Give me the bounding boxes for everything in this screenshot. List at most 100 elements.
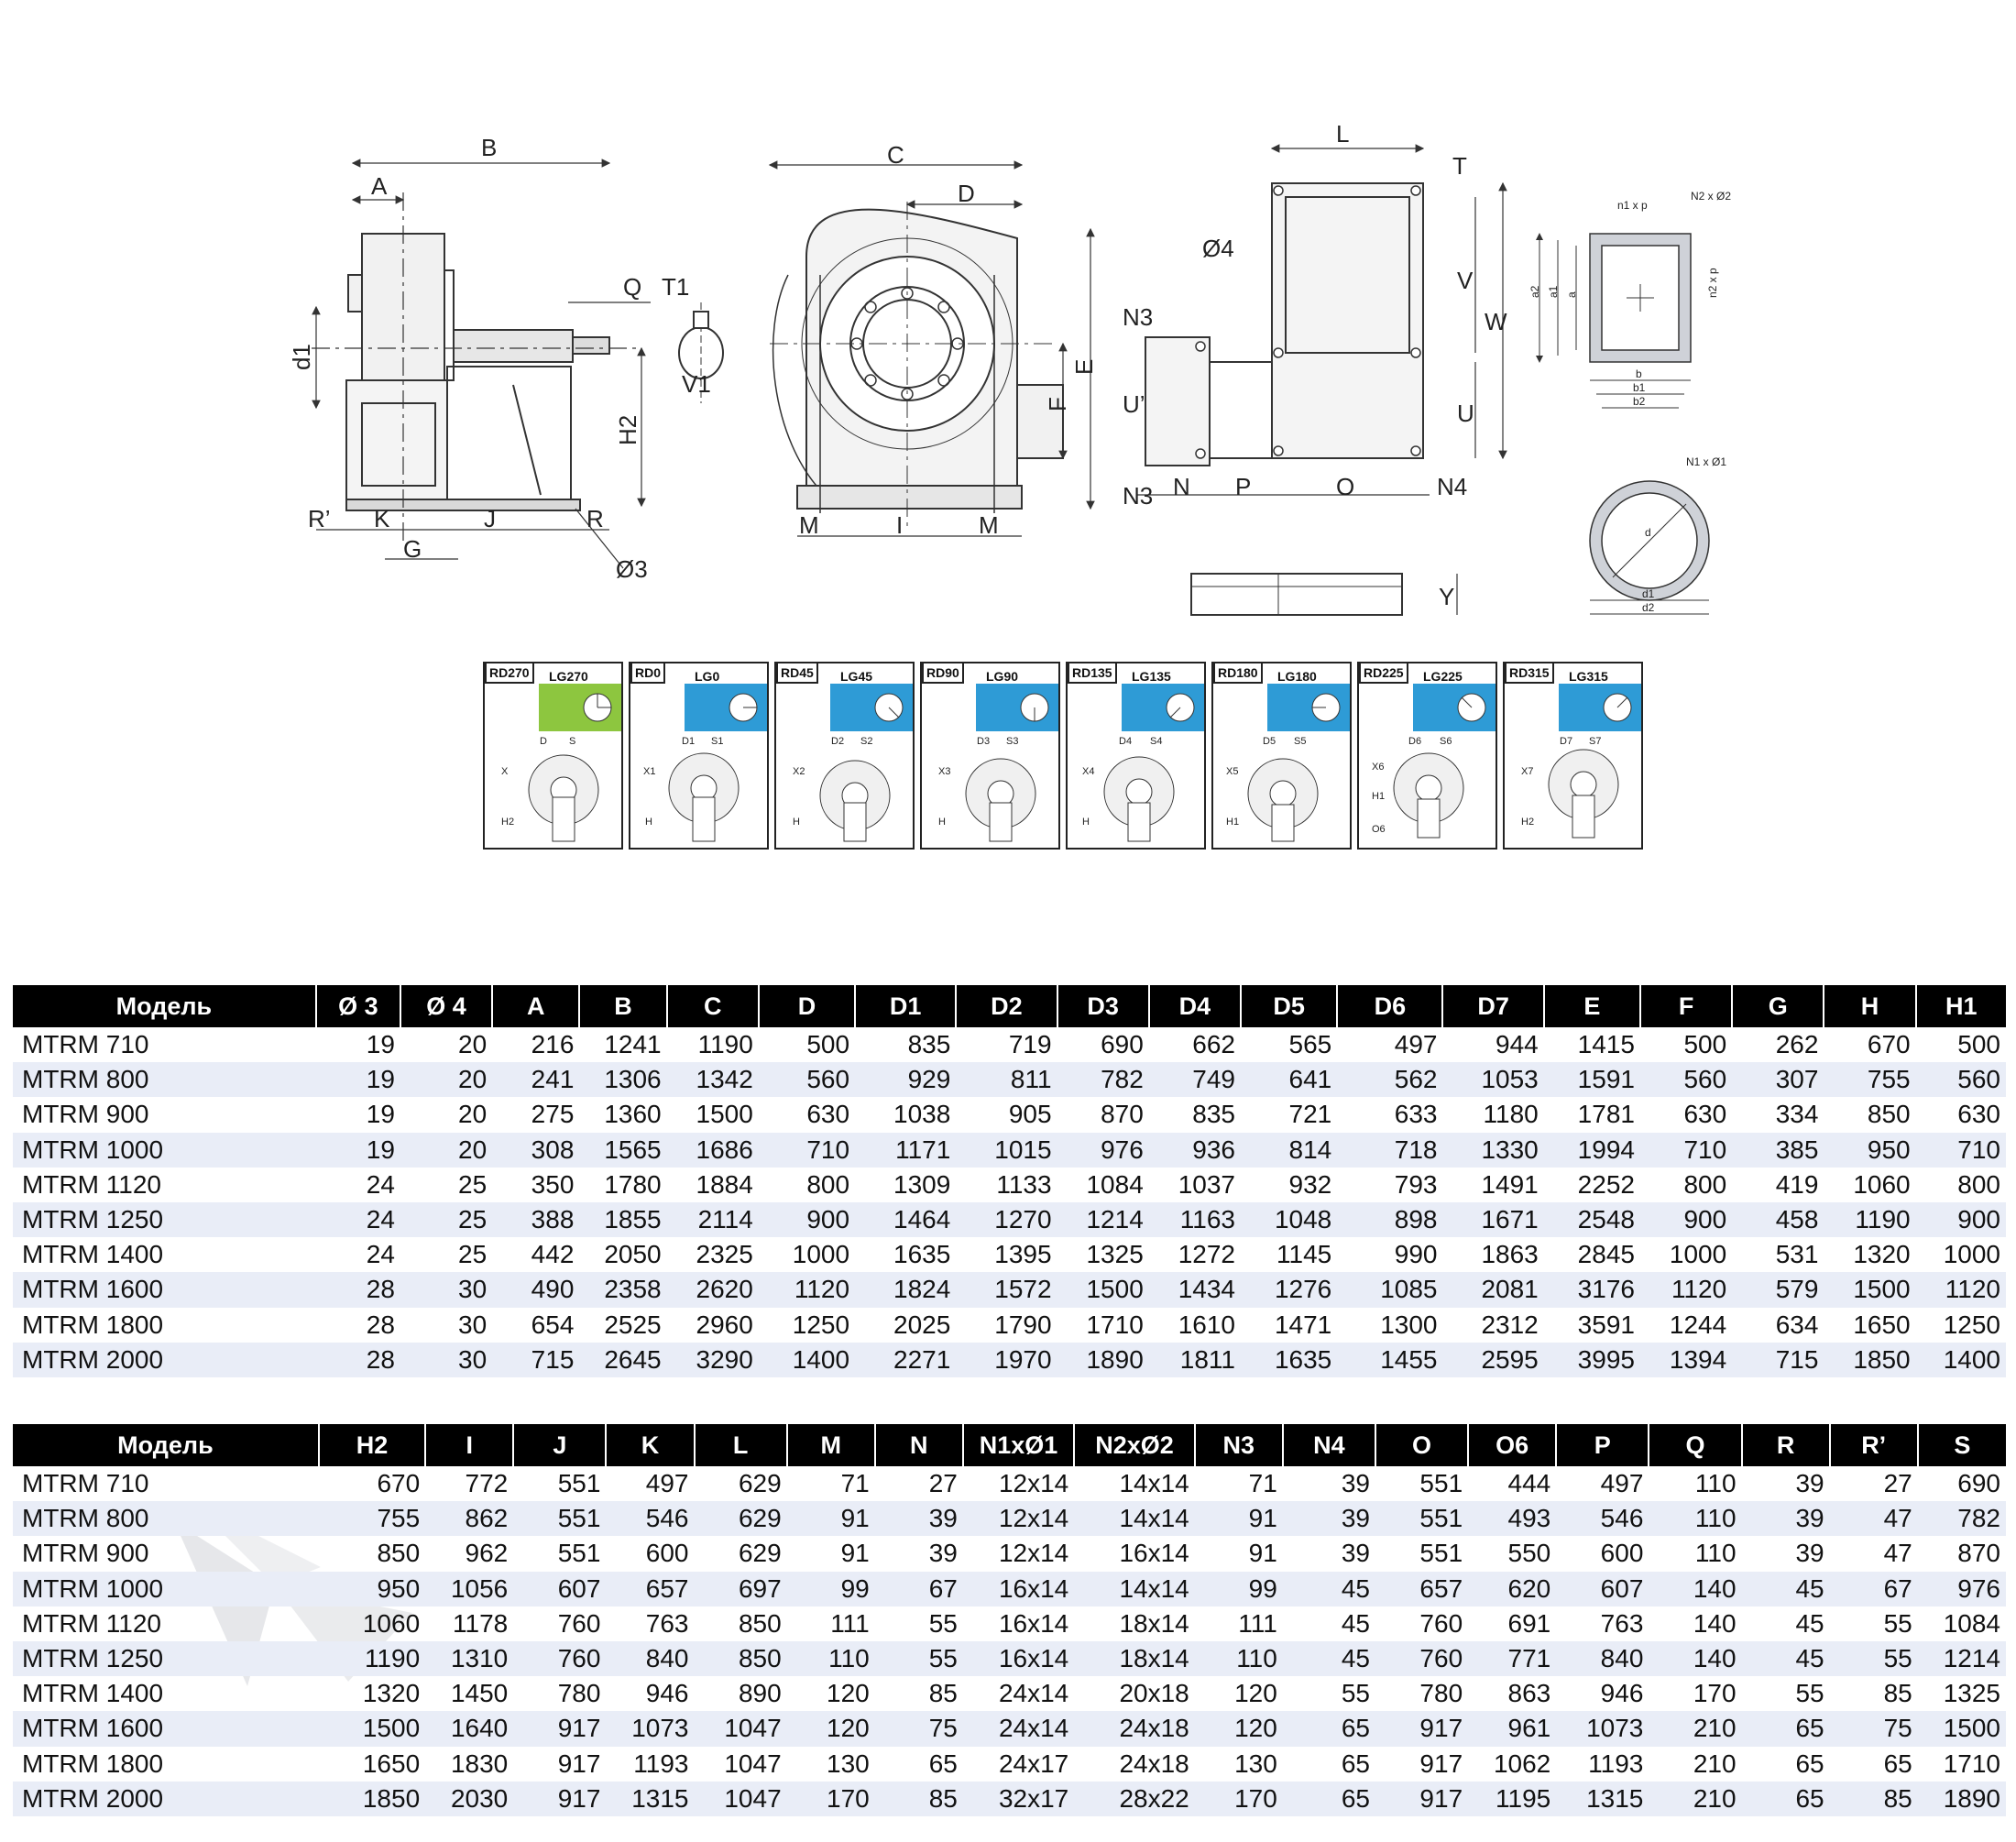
table-cell: 670 — [1867, 1030, 1911, 1059]
table-cell: 30 — [400, 1342, 493, 1377]
table-cell: 870 — [1957, 1539, 2000, 1568]
column-header: F — [1638, 985, 1733, 1027]
table-cell: 1084 — [1086, 1169, 1144, 1199]
dim-label-T1: T1 — [662, 273, 689, 301]
dim-label-O4: Ø4 — [1202, 235, 1234, 262]
rotation-color-band — [830, 684, 913, 731]
dim-label-P: P — [1235, 473, 1251, 500]
rotation-rd-label: RD45 — [776, 662, 818, 684]
table-cell: 840 — [606, 1640, 695, 1677]
table-cell: 1300 — [1380, 1310, 1438, 1339]
table-cell: 307 — [1732, 1062, 1824, 1098]
table-cell: 75 — [1829, 1711, 1918, 1747]
table-cell: 14x14 — [1074, 1501, 1195, 1537]
table-cell: 917 — [1419, 1749, 1463, 1778]
svg-text:X4: X4 — [1082, 766, 1094, 777]
table-cell: 3290 — [666, 1342, 759, 1377]
column-header: H — [1823, 985, 1916, 1027]
outlet-flange-drawing — [1536, 233, 1692, 409]
table-cell: 1193 — [633, 1749, 689, 1778]
rotation-icon — [1020, 693, 1049, 722]
column-header: N3 — [1193, 1424, 1283, 1466]
column-header-model: Модель — [13, 1424, 319, 1466]
table-cell: 120 — [786, 1711, 875, 1747]
table-cell: 782 — [1917, 1501, 2006, 1537]
table-cell: 170 — [786, 1781, 875, 1816]
table-cell: 12x14 — [998, 1469, 1069, 1498]
dim-label-R-prime: R’ — [308, 505, 331, 532]
table-cell: 1060 — [1853, 1169, 1911, 1199]
flange-label-N1xO1: N1 x Ø1 — [1686, 455, 1726, 468]
table-cell: 65 — [1282, 1781, 1375, 1816]
dim-label-T: T — [1452, 152, 1467, 180]
rotation-icon — [1166, 693, 1195, 722]
table-cell: 1850 — [1824, 1342, 1916, 1377]
table-cell: 1190 — [318, 1640, 426, 1677]
model-name-cell: MTRM 1000 — [13, 1132, 316, 1168]
table-cell: 2271 — [855, 1342, 957, 1377]
table-cell: 760 — [513, 1640, 607, 1677]
svg-text:X3: X3 — [938, 766, 950, 777]
table-cell: 1500 — [1824, 1272, 1916, 1308]
table-cell: 45 — [1741, 1640, 1830, 1677]
dim-label-I: I — [896, 511, 903, 539]
table-cell: 1037 — [1178, 1169, 1235, 1199]
table-cell: 905 — [1008, 1100, 1052, 1129]
rotation-rd-label: RD180 — [1213, 662, 1263, 684]
column-header: N — [873, 1424, 963, 1466]
table-cell: 1320 — [1853, 1240, 1911, 1269]
table-cell: 550 — [1507, 1539, 1551, 1568]
table-cell: 45 — [1795, 1608, 1824, 1638]
table-cell: 950 — [318, 1571, 426, 1606]
table-cell: 772 — [465, 1469, 509, 1498]
table-cell: 55 — [928, 1608, 958, 1638]
table-cell: 28 — [366, 1310, 395, 1339]
dim-label-D: D — [958, 180, 975, 207]
rotation-lg-label: LG45 — [840, 669, 873, 684]
svg-text:D3: D3 — [977, 736, 990, 747]
table-cell: 130 — [1234, 1749, 1277, 1778]
table-cell: 2114 — [666, 1201, 759, 1238]
table-cell: 755 — [1824, 1062, 1916, 1098]
table-cell: 900 — [758, 1201, 856, 1238]
table-cell: 19 — [366, 1030, 395, 1059]
table-cell: 1053 — [1442, 1062, 1544, 1098]
inlet-flange-drawing — [1589, 480, 1710, 615]
table-cell: 500 — [1683, 1030, 1727, 1059]
table-cell: 24x14 — [962, 1711, 1075, 1747]
dim-label-Q: Q — [623, 273, 641, 301]
rotation-lg-label: LG135 — [1132, 669, 1171, 684]
table-cell: 551 — [513, 1501, 607, 1537]
table-cell: 763 — [645, 1608, 689, 1638]
dim-label-H2: H2 — [614, 415, 641, 445]
table-cell: 91 — [1248, 1539, 1277, 1568]
column-header: O6 — [1467, 1424, 1557, 1466]
table-cell: 1276 — [1241, 1272, 1338, 1308]
table-cell: 551 — [557, 1469, 601, 1498]
dim-label-G: G — [403, 535, 422, 563]
table-cell: 334 — [1775, 1100, 1819, 1129]
table-cell: 28x22 — [1074, 1781, 1195, 1816]
table-cell: 850 — [738, 1608, 782, 1638]
svg-text:S1: S1 — [711, 736, 723, 747]
table-cell: 1085 — [1337, 1272, 1443, 1308]
table-cell: 1145 — [1276, 1240, 1332, 1269]
table-cell: 560 — [758, 1062, 856, 1098]
table-cell: 39 — [1341, 1539, 1370, 1568]
svg-text:X1: X1 — [643, 766, 655, 777]
table-cell: 1491 — [1481, 1169, 1539, 1199]
table-cell: 1120 — [1639, 1272, 1733, 1308]
table-cell: 546 — [606, 1501, 695, 1537]
table-cell: 1434 — [1148, 1272, 1241, 1308]
table-cell: 350 — [531, 1169, 575, 1199]
table-cell: 1342 — [666, 1062, 759, 1098]
table-cell: 458 — [1732, 1201, 1824, 1238]
table-cell: 111 — [1238, 1608, 1277, 1638]
table-cell: 1710 — [1943, 1749, 2000, 1778]
dim-label-Y: Y — [1439, 583, 1454, 610]
svg-text:X: X — [501, 766, 509, 777]
